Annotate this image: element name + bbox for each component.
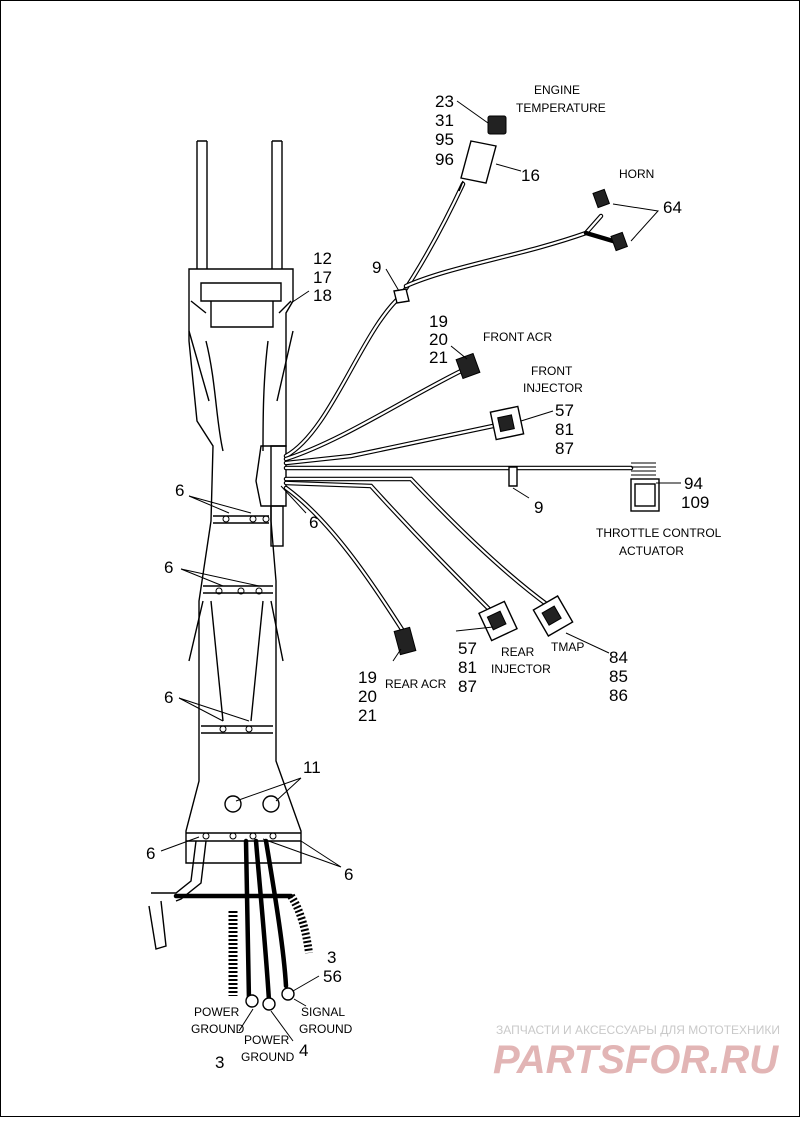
- callout-94: 94: [684, 474, 703, 493]
- callout-numbers: 23 31 95 96 16 64 12 17 18 9 19 20 21 57…: [146, 92, 709, 1072]
- horn-connector-b[interactable]: [610, 231, 629, 252]
- tmap-connector[interactable]: [532, 595, 574, 637]
- label-front-acr: FRONT ACR: [483, 330, 552, 344]
- callout-81-top: 81: [555, 420, 574, 439]
- callout-19-bot: 19: [358, 668, 377, 687]
- label-signal-ground-1: SIGNAL: [301, 1005, 345, 1019]
- rear-injector-connector[interactable]: [478, 600, 518, 642]
- callout-85: 85: [609, 667, 628, 686]
- callout-96: 96: [435, 150, 454, 169]
- callout-leaders: [160, 100, 681, 1042]
- callout-6-f: 6: [344, 865, 353, 884]
- callout-86: 86: [609, 686, 628, 705]
- callout-109: 109: [681, 493, 709, 512]
- callout-57-bot: 57: [458, 639, 477, 658]
- callout-21-top: 21: [429, 348, 448, 367]
- rear-acr-connector[interactable]: [393, 626, 417, 656]
- label-engine-temperature-1: ENGINE: [534, 83, 580, 97]
- callout-84: 84: [609, 648, 628, 667]
- component-labels: ENGINE TEMPERATURE HORN FRONT ACR FRONT …: [191, 83, 722, 1064]
- label-power-ground-a-2: GROUND: [191, 1022, 245, 1036]
- label-throttle-2: ACTUATOR: [619, 544, 684, 558]
- label-front-injector-2: INJECTOR: [523, 381, 583, 395]
- watermark: ЗАПЧАСТИ И АКСЕССУАРЫ ДЛЯ МОТОТЕХНИКИ PA…: [493, 1023, 780, 1082]
- label-throttle-1: THROTTLE CONTROL: [596, 526, 722, 540]
- callout-6-a: 6: [175, 481, 184, 500]
- horn-connector-a[interactable]: [592, 188, 611, 209]
- front-acr-connector[interactable]: [455, 352, 481, 380]
- callout-9-top: 9: [372, 258, 381, 277]
- watermark-logo: PARTSFOR.RU: [493, 1038, 779, 1082]
- callout-87-bot: 87: [458, 677, 477, 696]
- callout-21-bot: 21: [358, 706, 377, 725]
- callout-20-top: 20: [429, 330, 448, 349]
- callout-81-bot: 81: [458, 658, 477, 677]
- callout-31: 31: [435, 111, 454, 130]
- label-front-injector-1: FRONT: [531, 364, 573, 378]
- front-injector-connector[interactable]: [489, 405, 525, 441]
- label-rear-acr: REAR ACR: [385, 677, 447, 691]
- label-power-ground-b-2: GROUND: [241, 1050, 295, 1064]
- callout-57-top: 57: [555, 401, 574, 420]
- label-engine-temperature-2: TEMPERATURE: [516, 101, 606, 115]
- label-rear-injector-1: REAR: [501, 645, 535, 659]
- callout-17: 17: [313, 268, 332, 287]
- callout-6-e: 6: [146, 844, 155, 863]
- callout-3-bot: 3: [215, 1053, 224, 1072]
- throttle-actuator-connector[interactable]: [630, 478, 660, 512]
- callout-3-top: 3: [327, 948, 336, 967]
- callout-4: 4: [299, 1041, 308, 1060]
- callout-11: 11: [303, 758, 321, 777]
- callout-6-b: 6: [309, 513, 318, 532]
- harness-clips: [393, 288, 518, 487]
- callout-64: 64: [663, 198, 682, 217]
- callout-20-bot: 20: [358, 687, 377, 706]
- label-signal-ground-2: GROUND: [299, 1022, 353, 1036]
- callout-12: 12: [313, 249, 332, 268]
- label-rear-injector-2: INJECTOR: [491, 662, 551, 676]
- ground-ring-terminals[interactable]: [245, 987, 295, 1011]
- callout-6-c: 6: [164, 558, 173, 577]
- engine-temp-sensor[interactable]: [458, 115, 507, 192]
- label-power-ground-a-1: POWER: [194, 1005, 240, 1019]
- label-tmap: TMAP: [551, 640, 584, 654]
- callout-9-mid: 9: [534, 498, 543, 517]
- callout-87-top: 87: [555, 439, 574, 458]
- label-horn: HORN: [619, 167, 654, 181]
- callout-16: 16: [521, 166, 540, 185]
- label-power-ground-b-1: POWER: [244, 1033, 290, 1047]
- callout-18: 18: [313, 286, 332, 305]
- callout-56: 56: [323, 967, 342, 986]
- callout-6-d: 6: [164, 688, 173, 707]
- frame: [185, 140, 302, 864]
- callout-19-top: 19: [429, 312, 448, 331]
- callout-23: 23: [435, 92, 454, 111]
- callout-95: 95: [435, 130, 454, 149]
- watermark-tagline: ЗАПЧАСТИ И АКСЕССУАРЫ ДЛЯ МОТОТЕХНИКИ: [496, 1023, 780, 1037]
